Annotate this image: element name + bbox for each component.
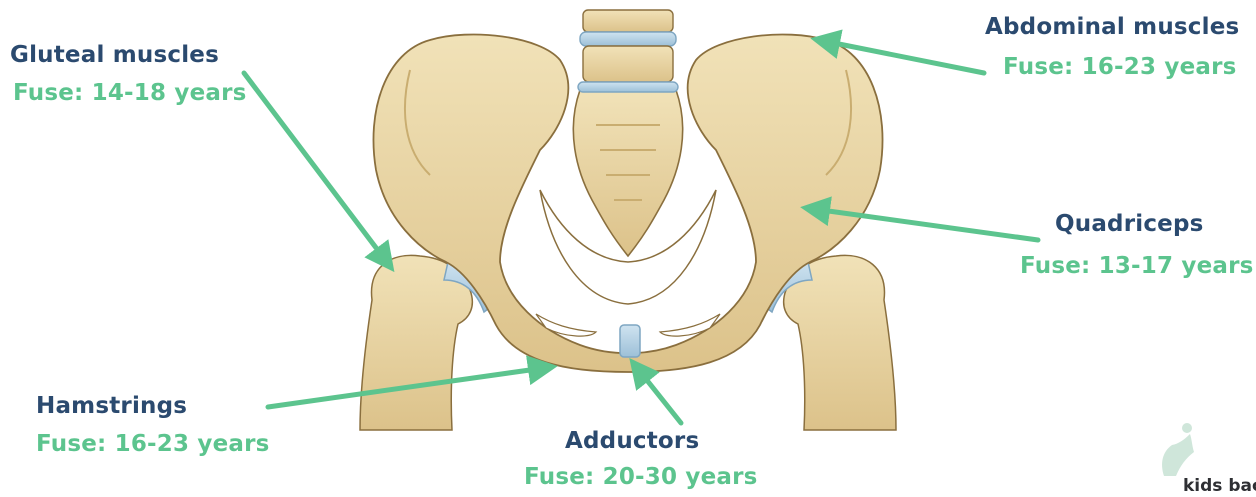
annotation-adductors-fuse: Fuse: 20-30 years (524, 464, 758, 490)
annotation-quadriceps: Quadriceps (1055, 211, 1204, 237)
logo-mark (1162, 423, 1194, 476)
child-figure-icon (1162, 434, 1194, 476)
annotation-gluteal: Gluteal muscles Fuse: 14-18 years (10, 42, 247, 106)
muscle-label-quadriceps: Quadriceps (1055, 211, 1204, 237)
child-figure-head (1182, 423, 1192, 433)
fuse-label-adductors: Fuse: 20-30 years (524, 464, 758, 490)
annotation-abdominal: Abdominal muscles Fuse: 16-23 years (985, 14, 1239, 80)
muscle-label-abdominal: Abdominal muscles (985, 14, 1239, 40)
annotation-hamstrings: Hamstrings Fuse: 16-23 years (36, 393, 270, 457)
fuse-label-hamstrings: Fuse: 16-23 years (36, 431, 270, 457)
arrow-adductors (638, 369, 681, 423)
pubic-symphysis (620, 325, 640, 357)
arrow-gluteal (244, 73, 386, 261)
fuse-label-quadriceps: Fuse: 13-17 years (1020, 253, 1254, 279)
sacrum-coccyx (573, 90, 682, 256)
muscle-label-adductors: Adductors (565, 428, 699, 454)
muscle-label-hamstrings: Hamstrings (36, 393, 270, 419)
fuse-label-gluteal: Fuse: 14-18 years (13, 80, 247, 106)
annotation-adductors: Adductors (565, 428, 699, 454)
annotation-quadriceps-fuse: Fuse: 13-17 years (1020, 253, 1254, 279)
lumbar-vertebra (578, 10, 678, 92)
fuse-label-abdominal: Fuse: 16-23 years (1003, 54, 1239, 80)
logo-text: kids bacl (1183, 476, 1256, 496)
muscle-label-gluteal: Gluteal muscles (10, 42, 247, 68)
